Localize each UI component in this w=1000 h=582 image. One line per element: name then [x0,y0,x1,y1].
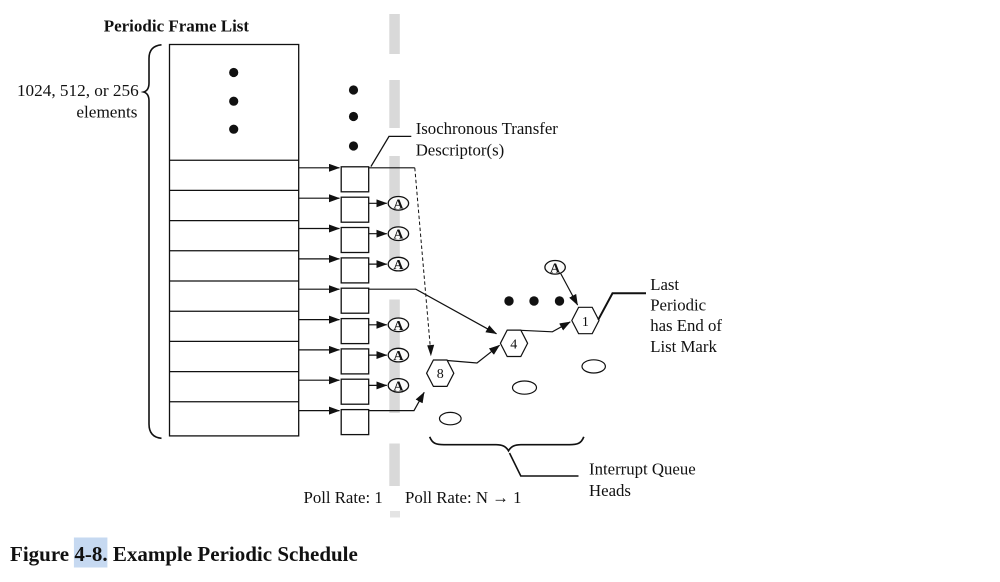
svg-text:Isochronous Transfer: Isochronous Transfer [416,119,559,138]
svg-text:4: 4 [510,338,517,353]
svg-text:8: 8 [437,367,444,382]
svg-text:1: 1 [582,315,589,330]
svg-text:Descriptor(s): Descriptor(s) [416,141,505,160]
svg-text:1024, 512, or 256: 1024, 512, or 256 [17,81,139,100]
svg-text:A: A [393,258,404,273]
svg-text:Periodic Frame List: Periodic Frame List [104,17,250,36]
svg-text:elements: elements [76,102,137,121]
svg-text:Poll Rate: N → 1: Poll Rate: N → 1 [405,488,522,507]
svg-text:Poll Rate: 1: Poll Rate: 1 [304,488,383,507]
svg-text:Figure 4-8. Example Periodic S: Figure 4-8. Example Periodic Schedule [10,542,358,566]
svg-text:A: A [393,379,404,394]
svg-text:A: A [393,197,404,212]
svg-text:Interrupt Queue: Interrupt Queue [589,460,696,479]
svg-text:A: A [393,228,404,243]
svg-text:A: A [393,319,404,334]
svg-text:List Mark: List Mark [650,337,717,356]
svg-text:Heads: Heads [589,481,631,500]
svg-text:A: A [393,349,404,364]
svg-text:Periodic: Periodic [650,296,706,315]
svg-text:has End of: has End of [650,316,722,335]
svg-text:Last: Last [650,275,679,294]
svg-text:A: A [550,261,561,276]
